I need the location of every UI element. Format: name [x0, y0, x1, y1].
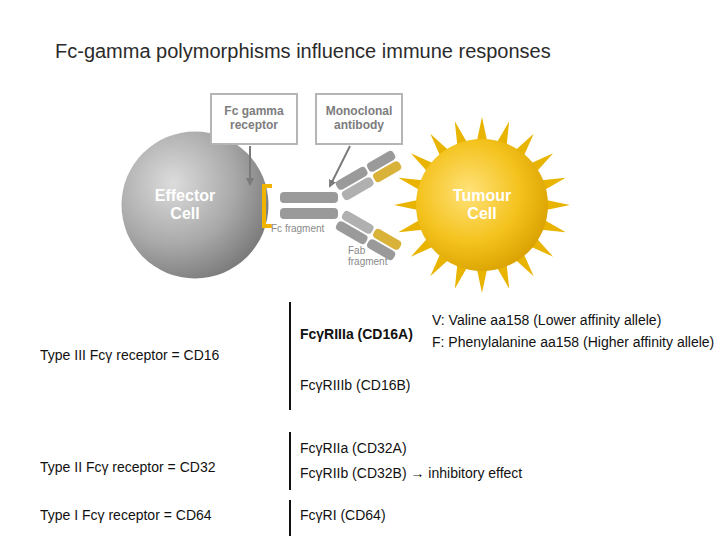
receptor-subtype: FcγRIIa (CD32A)	[300, 440, 407, 456]
fc-heavy-chain	[280, 192, 338, 203]
node-label: Monoclonal antibody	[319, 105, 399, 133]
diagram-title: Fc-gamma polymorphisms influence immune …	[55, 40, 551, 63]
fab-arm	[335, 209, 403, 261]
receptor-subtype: FcγRIIIb (CD16B)	[300, 377, 410, 393]
receptor-type: Type II Fcγ receptor = CD32	[40, 459, 215, 475]
receptor-subtype: FcγRIIIa (CD16A)	[300, 326, 413, 342]
leader-arrow	[330, 146, 350, 186]
receptor-type: Type I Fcγ receptor = CD64	[40, 507, 212, 523]
node-label: Effector Cell	[140, 187, 230, 224]
tumour-cell: Tumour Cell	[392, 115, 572, 295]
node-label: Tumour Cell	[437, 187, 527, 224]
part-label: Fab fragment	[348, 245, 392, 267]
allele-note: F: Phenylalanine aa158 (Higher affinity …	[432, 334, 714, 350]
cell-body	[122, 132, 269, 279]
node-text-wrap: Tumour Cell	[392, 115, 572, 295]
group-bar	[289, 432, 291, 490]
node-text-wrap: Fc gamma receptor	[212, 95, 296, 143]
label-box: Monoclonal antibody	[315, 93, 403, 145]
effector-cell: Effector Cell	[120, 130, 270, 280]
node-label: Fc gamma receptor	[214, 105, 294, 133]
label-box: Fc gamma receptor	[210, 93, 298, 145]
receptor-subtype: FcγRIIb (CD32B) → inhibitory effect	[300, 465, 522, 481]
node-text-wrap: Effector Cell	[110, 130, 260, 280]
fc-heavy-chain	[280, 208, 338, 219]
group-bar	[289, 302, 291, 410]
allele-note: V: Valine aa158 (Lower affinity allele)	[432, 312, 661, 328]
fab-arm	[335, 149, 403, 201]
group-bar	[289, 500, 291, 536]
receptor-subtype: FcγRI (CD64)	[300, 507, 386, 523]
tumour-body	[416, 139, 548, 271]
node-text-wrap: Monoclonal antibody	[317, 95, 401, 143]
part-label: Fc fragment	[271, 223, 341, 234]
receptor-type: Type III Fcγ receptor = CD16	[40, 347, 219, 363]
